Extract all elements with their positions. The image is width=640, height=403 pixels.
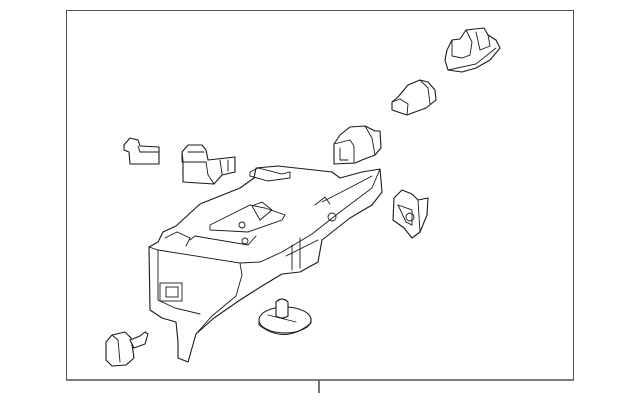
connector-part[interactable] [181,144,236,185]
bulb-socket-part[interactable] [333,125,382,165]
lamp-assembly-part[interactable] [444,27,501,73]
bumper-knob-part[interactable] [258,298,312,335]
striker-bracket-part[interactable] [392,189,429,239]
bulb-part[interactable] [391,79,437,116]
push-pin-part[interactable] [105,331,149,367]
retainer-clip-part[interactable] [123,137,160,165]
glove-box-housing-part[interactable] [148,165,383,363]
